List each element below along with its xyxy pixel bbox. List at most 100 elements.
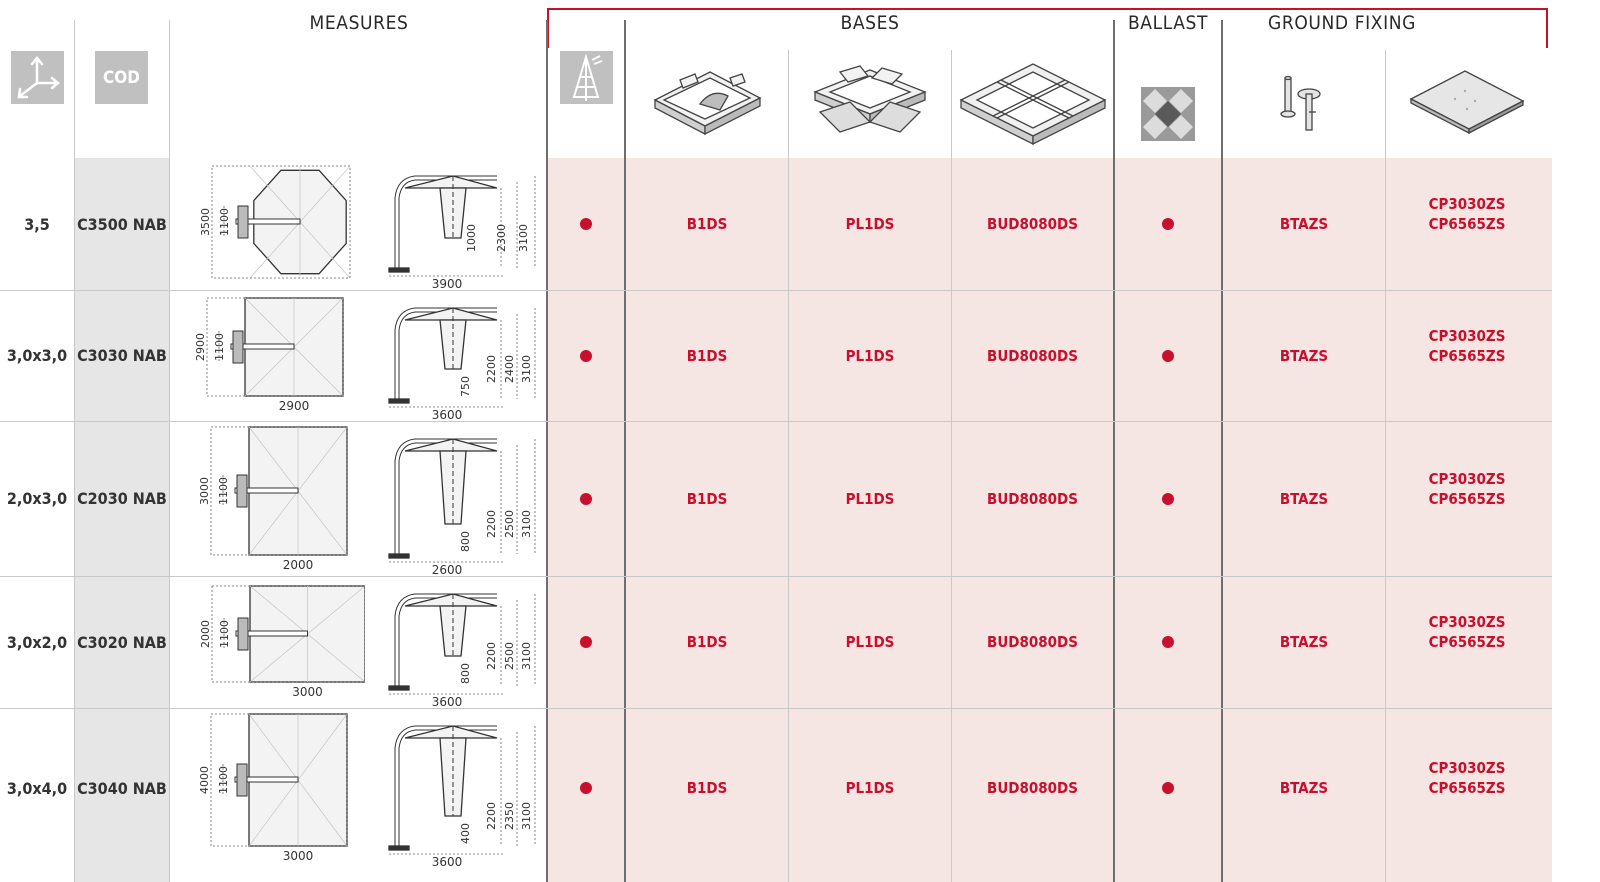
dimension-label: 2000 (283, 558, 314, 572)
availability-dot (580, 218, 592, 230)
column-divider (1385, 50, 1386, 882)
column-divider (951, 50, 952, 882)
dimension-label: 3900 (432, 277, 463, 290)
dimension-label: 800 (459, 663, 472, 684)
dimension-label: 3600 (432, 695, 463, 708)
base-pl-cell: PL1DS (845, 346, 895, 365)
dimension-label: 2400 (503, 355, 516, 383)
top-view-drawing: 3500 1100 (199, 165, 351, 279)
product-code-cell: C3020 NAB (77, 632, 167, 652)
axes-3d-icon (11, 51, 64, 104)
ground-anchor-cell: BTAZS (1279, 215, 1329, 233)
dimension-label: 2900 (279, 399, 310, 413)
side-view-drawing: 1000 2300 3100 3900 (388, 175, 536, 290)
base-b1ds-icon (653, 71, 762, 136)
row-divider (0, 421, 1552, 422)
ground-plate-cell: CP3030ZS CP6565ZS (1386, 698, 1548, 858)
row-divider (0, 290, 1552, 291)
column-divider (788, 50, 789, 882)
dimension-label: 1100 (217, 766, 230, 794)
dimension-label: 3600 (432, 855, 463, 868)
dimension-label: 400 (459, 823, 472, 844)
base-pl-cell: PL1DS (845, 633, 895, 651)
dimension-label: 3500 (199, 208, 212, 236)
dimension-label: 1000 (465, 224, 478, 252)
base-b1-cell: B1DS (686, 215, 728, 233)
plate-code: CP6565ZS (1428, 489, 1506, 508)
product-code-cell: C3500 NAB (77, 214, 167, 234)
ground-anchor-cell: BTAZS (1279, 489, 1329, 508)
cod-label: COD (103, 67, 140, 88)
header-measures: MEASURES (309, 12, 409, 34)
dimension-label: 2200 (485, 510, 498, 538)
base-bud8080ds-icon (959, 63, 1107, 146)
ground-anchor-cell: BTAZS (1279, 346, 1329, 365)
dimension-label: 800 (459, 531, 472, 552)
top-view-drawing: 3000 1100 2000 (198, 426, 348, 572)
base-b1-cell: B1DS (686, 489, 728, 508)
cod-badge: COD (95, 51, 148, 104)
product-code-cell: C3040 NAB (77, 778, 167, 798)
product-code-cell: C2030 NAB (77, 489, 167, 508)
dimension-label: 2000 (199, 620, 212, 648)
dimension-label: 1100 (213, 333, 226, 361)
top-view-drawing: 2900 1100 2900 (194, 297, 344, 413)
dimension-label: 3100 (517, 224, 530, 252)
availability-dot (1162, 492, 1174, 505)
availability-dot (580, 492, 592, 505)
column-divider (74, 20, 75, 882)
dimension-label: 2900 (194, 333, 207, 361)
availability-dot (1162, 636, 1174, 648)
tree-compatibility-cell (548, 708, 624, 868)
base-pl-cell: PL1DS (845, 489, 895, 508)
plate-code: CP6565ZS (1428, 346, 1506, 365)
dimension-label: 4000 (198, 766, 211, 794)
base-b1-cell: B1DS (686, 779, 728, 797)
base-bud-cell: BUD8080DS (987, 633, 1078, 651)
plate-code: CP3030ZS (1428, 469, 1506, 488)
availability-dot (1162, 349, 1174, 362)
column-divider (169, 20, 170, 882)
plate-code: CP3030ZS (1428, 195, 1506, 213)
plate-code: CP3030ZS (1428, 759, 1506, 777)
dimension-label: 3000 (283, 849, 314, 863)
header-bases: BASES (840, 12, 900, 34)
base-bud-cell: BUD8080DS (987, 779, 1078, 797)
cod-column-background (75, 158, 169, 882)
base-pl-cell: PL1DS (845, 215, 895, 233)
dimension-label: 2300 (495, 224, 508, 252)
size-cell: 3,0x4,0 (6, 778, 68, 798)
dimension-label: 3100 (520, 802, 533, 830)
size-cell: 3,0x2,0 (6, 632, 68, 652)
dimension-label: 2600 (432, 563, 463, 576)
dimension-label: 1100 (218, 208, 231, 236)
base-bud-cell: BUD8080DS (987, 215, 1078, 233)
base-bud-cell: BUD8080DS (987, 346, 1078, 365)
ground-plate-icon (1409, 70, 1525, 135)
plate-code: CP3030ZS (1428, 326, 1506, 345)
plate-code: CP6565ZS (1428, 779, 1506, 797)
row-divider (0, 576, 1552, 577)
tree-compatibility-cell (548, 158, 624, 290)
accessories-background (548, 158, 1552, 882)
base-pl1ds-icon (813, 65, 927, 133)
tree-compatibility-cell (548, 421, 624, 576)
dimension-label: 2200 (485, 802, 498, 830)
ballast-cell (1115, 290, 1221, 421)
column-divider (1113, 20, 1115, 882)
availability-dot (580, 782, 592, 794)
product-code-cell: C3030 NAB (77, 346, 167, 365)
dimension-label: 2500 (503, 510, 516, 538)
dimension-label: 3000 (198, 477, 211, 505)
plate-code: CP3030ZS (1428, 613, 1506, 631)
dimension-label: 1100 (217, 477, 230, 505)
base-b1-cell: B1DS (686, 633, 728, 651)
base-pl-cell: PL1DS (845, 779, 895, 797)
